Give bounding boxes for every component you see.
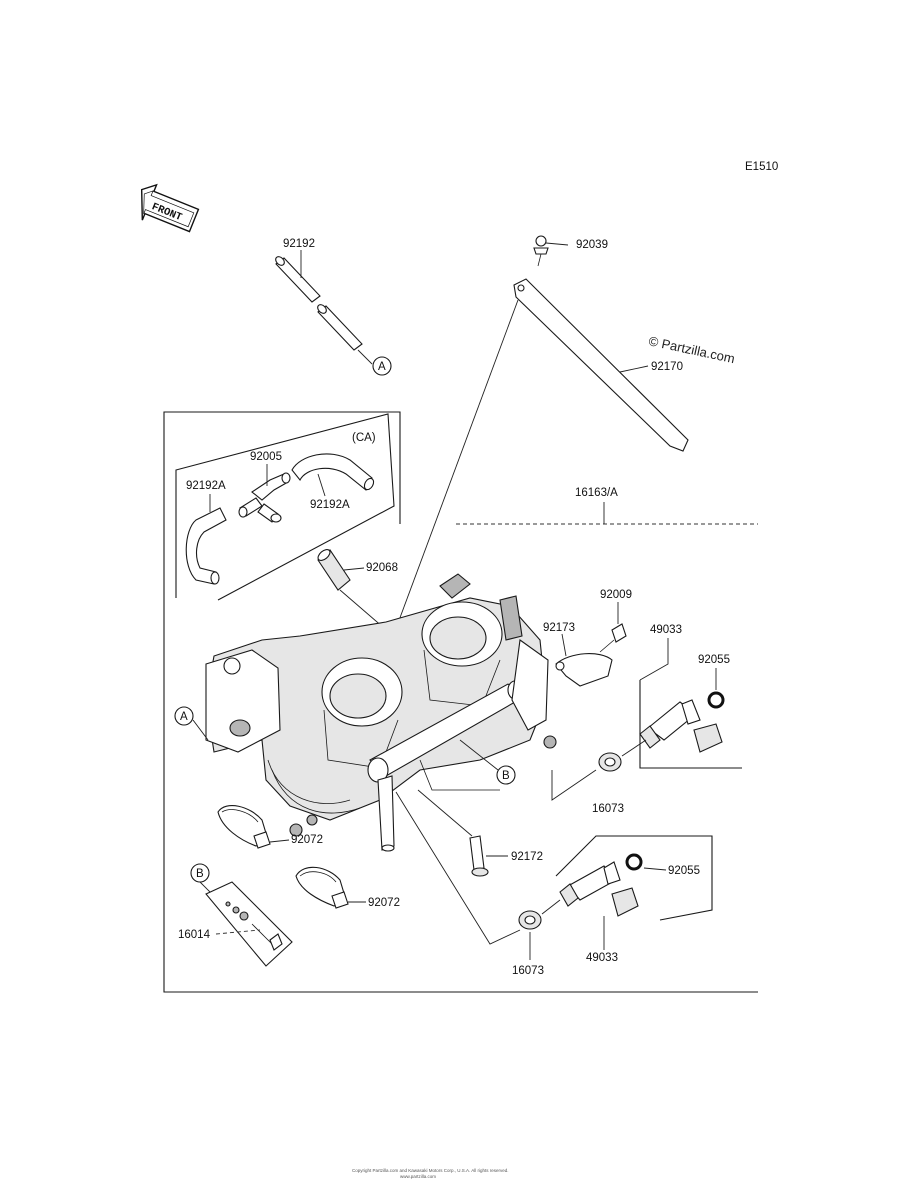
ref-a-body-marker — [174, 706, 194, 726]
label-92072-a[interactable]: 92072 — [291, 834, 323, 846]
part-92055-oring-bottom[interactable] — [625, 853, 643, 871]
ref-a-body: A — [180, 711, 188, 723]
ca-group-label: (CA) — [352, 432, 376, 444]
footer-line-1: Copyright Partzilla.com and Kawasaki Mot… — [352, 1168, 509, 1173]
ref-a-top-marker — [372, 356, 392, 376]
label-16073-bottom[interactable]: 16073 — [512, 965, 544, 977]
part-92170-bracket[interactable] — [513, 278, 689, 452]
label-92039[interactable]: 92039 — [576, 239, 608, 251]
label-92055-bottom[interactable]: 92055 — [668, 865, 700, 877]
label-92055-top[interactable]: 92055 — [698, 654, 730, 666]
label-92009[interactable]: 92009 — [600, 589, 632, 601]
label-92173[interactable]: 92173 — [543, 622, 575, 634]
label-92192a-left[interactable]: 92192A — [186, 480, 226, 492]
part-92009-screw[interactable] — [599, 623, 627, 653]
part-16073-seal-top[interactable] — [598, 752, 622, 772]
ref-b-kit: B — [196, 868, 204, 880]
ref-a-top: A — [378, 361, 386, 373]
label-92170[interactable]: 92170 — [651, 361, 683, 373]
part-92192a-hose-left[interactable] — [185, 507, 227, 585]
part-92172-bolt[interactable] — [469, 835, 489, 877]
label-92072-b[interactable]: 92072 — [368, 897, 400, 909]
part-92192a-hose-right[interactable] — [291, 453, 375, 491]
label-16014[interactable]: 16014 — [178, 929, 211, 941]
throttle-body-assembly[interactable] — [205, 573, 557, 852]
label-92172[interactable]: 92172 — [511, 851, 543, 863]
part-49033-injector-bottom[interactable] — [559, 861, 639, 917]
part-92192-hose[interactable] — [274, 255, 363, 351]
injector-group-box — [555, 835, 713, 921]
part-49033-injector-top[interactable] — [639, 699, 723, 753]
label-92005[interactable]: 92005 — [250, 451, 282, 463]
part-92173-clamp[interactable] — [555, 653, 613, 687]
ref-b-body-marker — [496, 765, 516, 785]
ref-b-body: B — [502, 770, 510, 782]
part-92068-cap[interactable] — [316, 547, 351, 591]
part-92072-clamp-a[interactable] — [217, 805, 271, 849]
part-16073-seal-bottom[interactable] — [518, 910, 542, 930]
label-16073-top[interactable]: 16073 — [592, 803, 624, 815]
label-92192[interactable]: 92192 — [283, 238, 315, 250]
part-92072-clamp-b[interactable] — [295, 866, 349, 909]
part-92039-bolt[interactable] — [533, 235, 549, 267]
ca-group-box — [175, 413, 395, 601]
label-92068[interactable]: 92068 — [366, 562, 398, 574]
diagram-code: E1510 — [745, 161, 778, 173]
part-92005-t-fitting[interactable] — [238, 472, 291, 523]
footer-line-2: www.partzilla.com — [400, 1174, 436, 1179]
label-16163a[interactable]: 16163/A — [575, 487, 618, 499]
label-49033-top[interactable]: 49033 — [650, 624, 682, 636]
part-16014-repair-kit[interactable] — [205, 881, 293, 967]
front-arrow-icon: FRONT — [140, 183, 200, 233]
part-92055-oring-top[interactable] — [707, 691, 725, 709]
label-49033-bottom[interactable]: 49033 — [586, 952, 618, 964]
assembly-frame — [163, 411, 758, 993]
label-92192a-right[interactable]: 92192A — [310, 499, 350, 511]
